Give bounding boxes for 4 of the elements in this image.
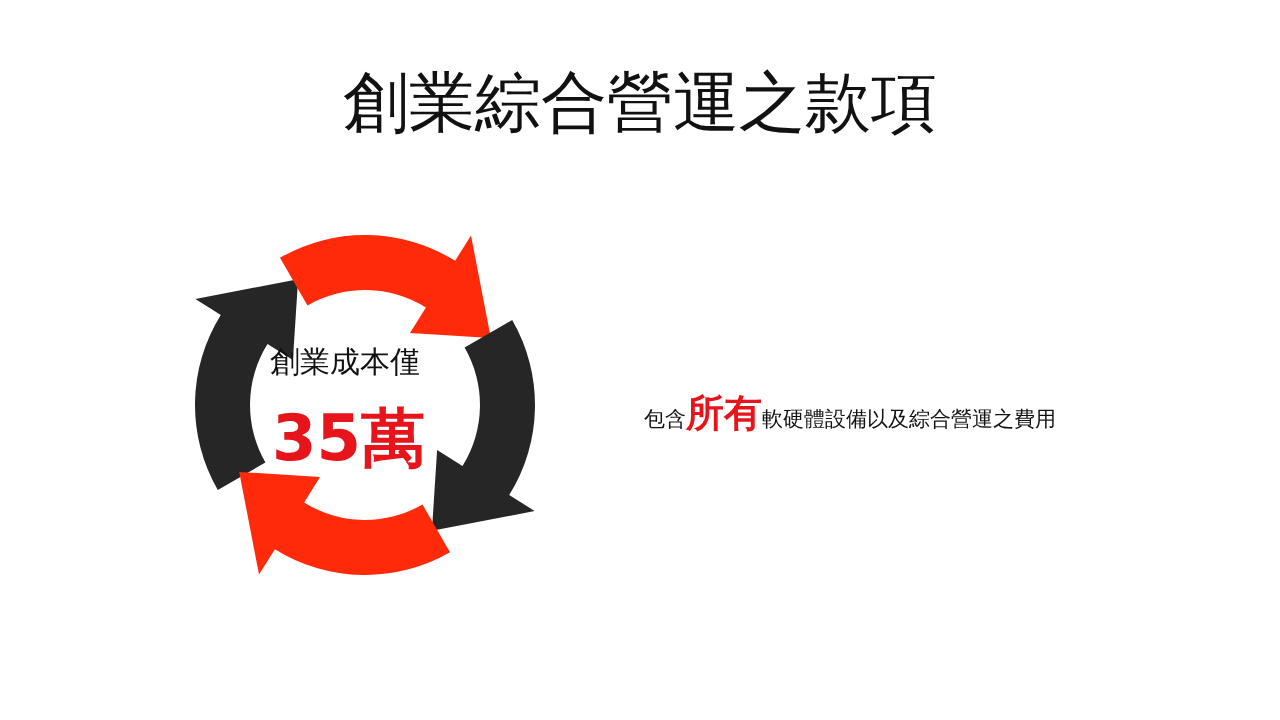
title: 創業綜合營運之款項 bbox=[342, 63, 938, 143]
amount-value: 35萬 bbox=[272, 400, 426, 477]
description-text: 包含所有軟硬體設備以及綜合營運之費用 bbox=[644, 390, 1056, 437]
center-caption: 創業成本僅 bbox=[270, 343, 420, 381]
